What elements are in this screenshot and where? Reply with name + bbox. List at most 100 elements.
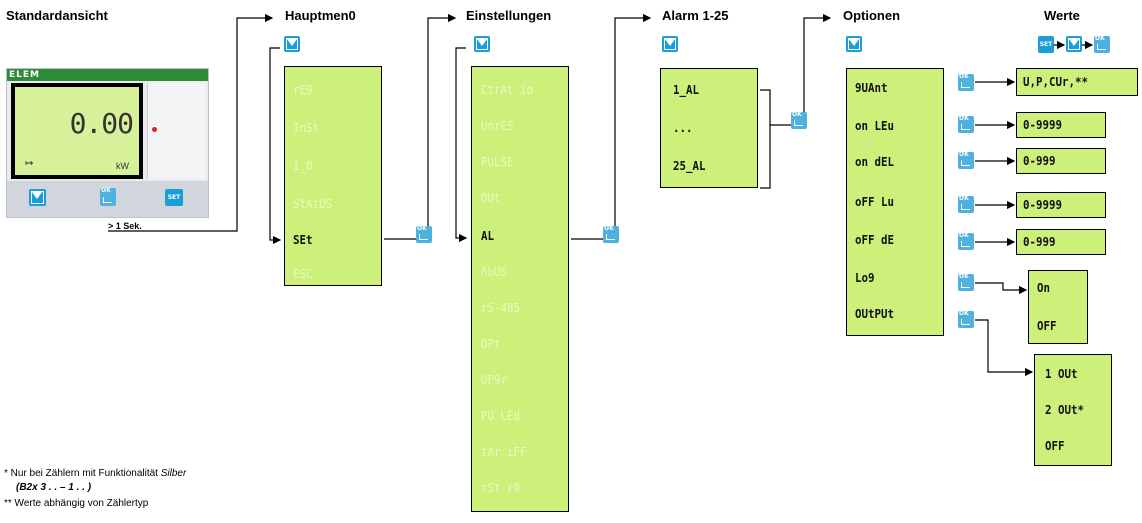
line-opt6 bbox=[975, 282, 1028, 295]
option-item[interactable]: on LEu bbox=[855, 119, 895, 133]
settings-item[interactable]: UnrES bbox=[481, 119, 514, 133]
value-box-on-level: 0-9999 bbox=[1016, 112, 1106, 138]
main-menu-panel: rE9 InSt I_O StAtUS SEt ESC bbox=[284, 66, 382, 286]
value-text[interactable]: OFF bbox=[1037, 319, 1057, 333]
option-ok-key-icon bbox=[958, 232, 974, 250]
menu-item[interactable]: I_O bbox=[293, 159, 313, 173]
alarm-panel: 1_AL ... 25_AL bbox=[660, 68, 758, 188]
options-panel: 9UAnt on LEu on dEL oFF Lu oFF dE Lo9 OU… bbox=[846, 68, 944, 336]
alarm-item[interactable]: ... bbox=[673, 121, 693, 135]
settings-panel: CtrAt io UnrES PULSE OUt AL ñbUS rS-485 … bbox=[471, 66, 569, 512]
menu-item[interactable]: rE9 bbox=[293, 83, 313, 97]
device-brand: ELEM bbox=[9, 70, 40, 80]
footnote-1-emphasis: Silber bbox=[160, 468, 187, 479]
value-box-on-delay: 0-999 bbox=[1016, 148, 1106, 174]
footnote-2: ** Werte abhängig von Zählertyp bbox=[4, 498, 149, 509]
value-box-off-level: 0-9999 bbox=[1016, 192, 1106, 218]
settings-down-key-icon bbox=[474, 36, 490, 52]
value-text: 0-9999 bbox=[1023, 198, 1063, 212]
meter-device: ELEM 0.00 ↦ kW SET bbox=[6, 68, 209, 218]
value-text[interactable]: OFF bbox=[1045, 439, 1065, 453]
line-alarm-bracket bbox=[760, 89, 771, 189]
hold-duration-label: > 1 Sek. bbox=[108, 221, 142, 231]
set-key[interactable]: SET bbox=[165, 189, 183, 206]
footnote-1-text: * Nur bei Zählern mit Funktionalität bbox=[4, 468, 161, 479]
value-text: 0-999 bbox=[1023, 154, 1056, 168]
mainmenu-down-key-icon bbox=[284, 36, 300, 52]
value-text[interactable]: On bbox=[1037, 281, 1051, 295]
value-text[interactable]: 2 OUt* bbox=[1045, 403, 1085, 417]
option-item[interactable]: on dEL bbox=[855, 155, 895, 169]
device-side-panel bbox=[147, 83, 206, 179]
value-box-off-delay: 0-999 bbox=[1016, 229, 1106, 255]
settings-item-active[interactable]: AL bbox=[481, 229, 495, 243]
ok-key-icon[interactable] bbox=[100, 187, 116, 206]
options-down-key-icon bbox=[846, 36, 862, 52]
device-header-bar bbox=[7, 69, 208, 81]
value-box-log: On OFF bbox=[1028, 270, 1088, 344]
alarm-ok-key-icon bbox=[791, 111, 807, 129]
mainmenu-ok-key-icon bbox=[416, 225, 432, 243]
option-ok-key-icon bbox=[958, 73, 974, 91]
heading-settings: Einstellungen bbox=[466, 8, 552, 23]
alarm-item[interactable]: 1_AL bbox=[673, 83, 700, 97]
option-ok-key-icon bbox=[958, 273, 974, 291]
values-ok-key-icon bbox=[1094, 35, 1110, 53]
down-key-icon[interactable] bbox=[29, 189, 46, 206]
settings-item[interactable]: tAr iFF bbox=[481, 445, 527, 459]
settings-item[interactable]: PULSE bbox=[481, 155, 514, 169]
settings-item[interactable]: PU LEd bbox=[481, 409, 521, 423]
heading-options: Optionen bbox=[843, 8, 901, 23]
option-item[interactable]: oFF dE bbox=[855, 233, 895, 247]
menu-item[interactable]: StAtUS bbox=[293, 197, 333, 211]
line-key-to-options bbox=[803, 13, 832, 112]
display-value: 0.00 bbox=[69, 107, 134, 140]
option-ok-key-icon bbox=[958, 195, 974, 213]
settings-ok-key-icon bbox=[603, 225, 619, 243]
display-arrow-icon: ↦ bbox=[25, 158, 34, 169]
value-text: 0-999 bbox=[1023, 235, 1056, 249]
settings-item[interactable]: rSt r9 bbox=[481, 481, 521, 495]
value-text: 0-9999 bbox=[1023, 118, 1063, 132]
menu-item-active[interactable]: SEt bbox=[293, 233, 313, 247]
option-item[interactable]: 9UAnt bbox=[855, 81, 888, 95]
settings-item[interactable]: UP9r bbox=[481, 373, 508, 387]
value-text[interactable]: 1 OUt bbox=[1045, 367, 1078, 381]
settings-item[interactable]: ñbUS bbox=[481, 265, 508, 279]
values-set-key: SET bbox=[1038, 36, 1054, 53]
option-ok-key-icon bbox=[958, 151, 974, 169]
heading-values: Werte bbox=[1044, 8, 1080, 23]
value-text: U,P,CUr,** bbox=[1023, 75, 1089, 89]
footnote-1: * Nur bei Zählern mit Funktionalität Sil… bbox=[4, 468, 186, 479]
line-opt7 bbox=[975, 319, 1034, 377]
menu-item[interactable]: ESC bbox=[293, 267, 313, 281]
option-ok-key-icon bbox=[958, 115, 974, 133]
values-down-key-icon bbox=[1066, 36, 1082, 52]
line-device-to-mainmenu bbox=[108, 13, 274, 232]
device-display-frame: 0.00 ↦ kW bbox=[11, 83, 143, 179]
line-settings-bracket bbox=[455, 47, 468, 243]
option-item[interactable]: oFF Lu bbox=[855, 195, 895, 209]
menu-item[interactable]: InSt bbox=[293, 121, 320, 135]
display-unit: kW bbox=[116, 161, 129, 171]
line-key-to-settings bbox=[427, 13, 457, 227]
settings-item[interactable]: OPt bbox=[481, 337, 501, 351]
heading-main-menu: Hauptmen0 bbox=[285, 8, 356, 23]
settings-item[interactable]: rS-485 bbox=[481, 301, 521, 315]
settings-item[interactable]: CtrAt io bbox=[481, 83, 534, 97]
option-item[interactable]: OUtPUt bbox=[855, 307, 895, 321]
led-indicator-icon bbox=[152, 127, 157, 132]
alarm-item[interactable]: 25_AL bbox=[673, 159, 706, 173]
heading-alarm: Alarm 1-25 bbox=[662, 8, 729, 23]
option-ok-key-icon bbox=[958, 310, 974, 328]
device-display: 0.00 ↦ kW bbox=[15, 87, 139, 175]
value-box-output: 1 OUt 2 OUt* OFF bbox=[1034, 354, 1112, 466]
footnote-1-line2: (B2x 3 . . – 1 . . ) bbox=[16, 482, 92, 493]
option-item[interactable]: Lo9 bbox=[855, 271, 875, 285]
line-mainmenu-bracket bbox=[269, 47, 282, 245]
settings-item[interactable]: OUt bbox=[481, 191, 501, 205]
alarm-down-key-icon bbox=[662, 36, 678, 52]
line-key-to-alarm bbox=[614, 13, 652, 227]
